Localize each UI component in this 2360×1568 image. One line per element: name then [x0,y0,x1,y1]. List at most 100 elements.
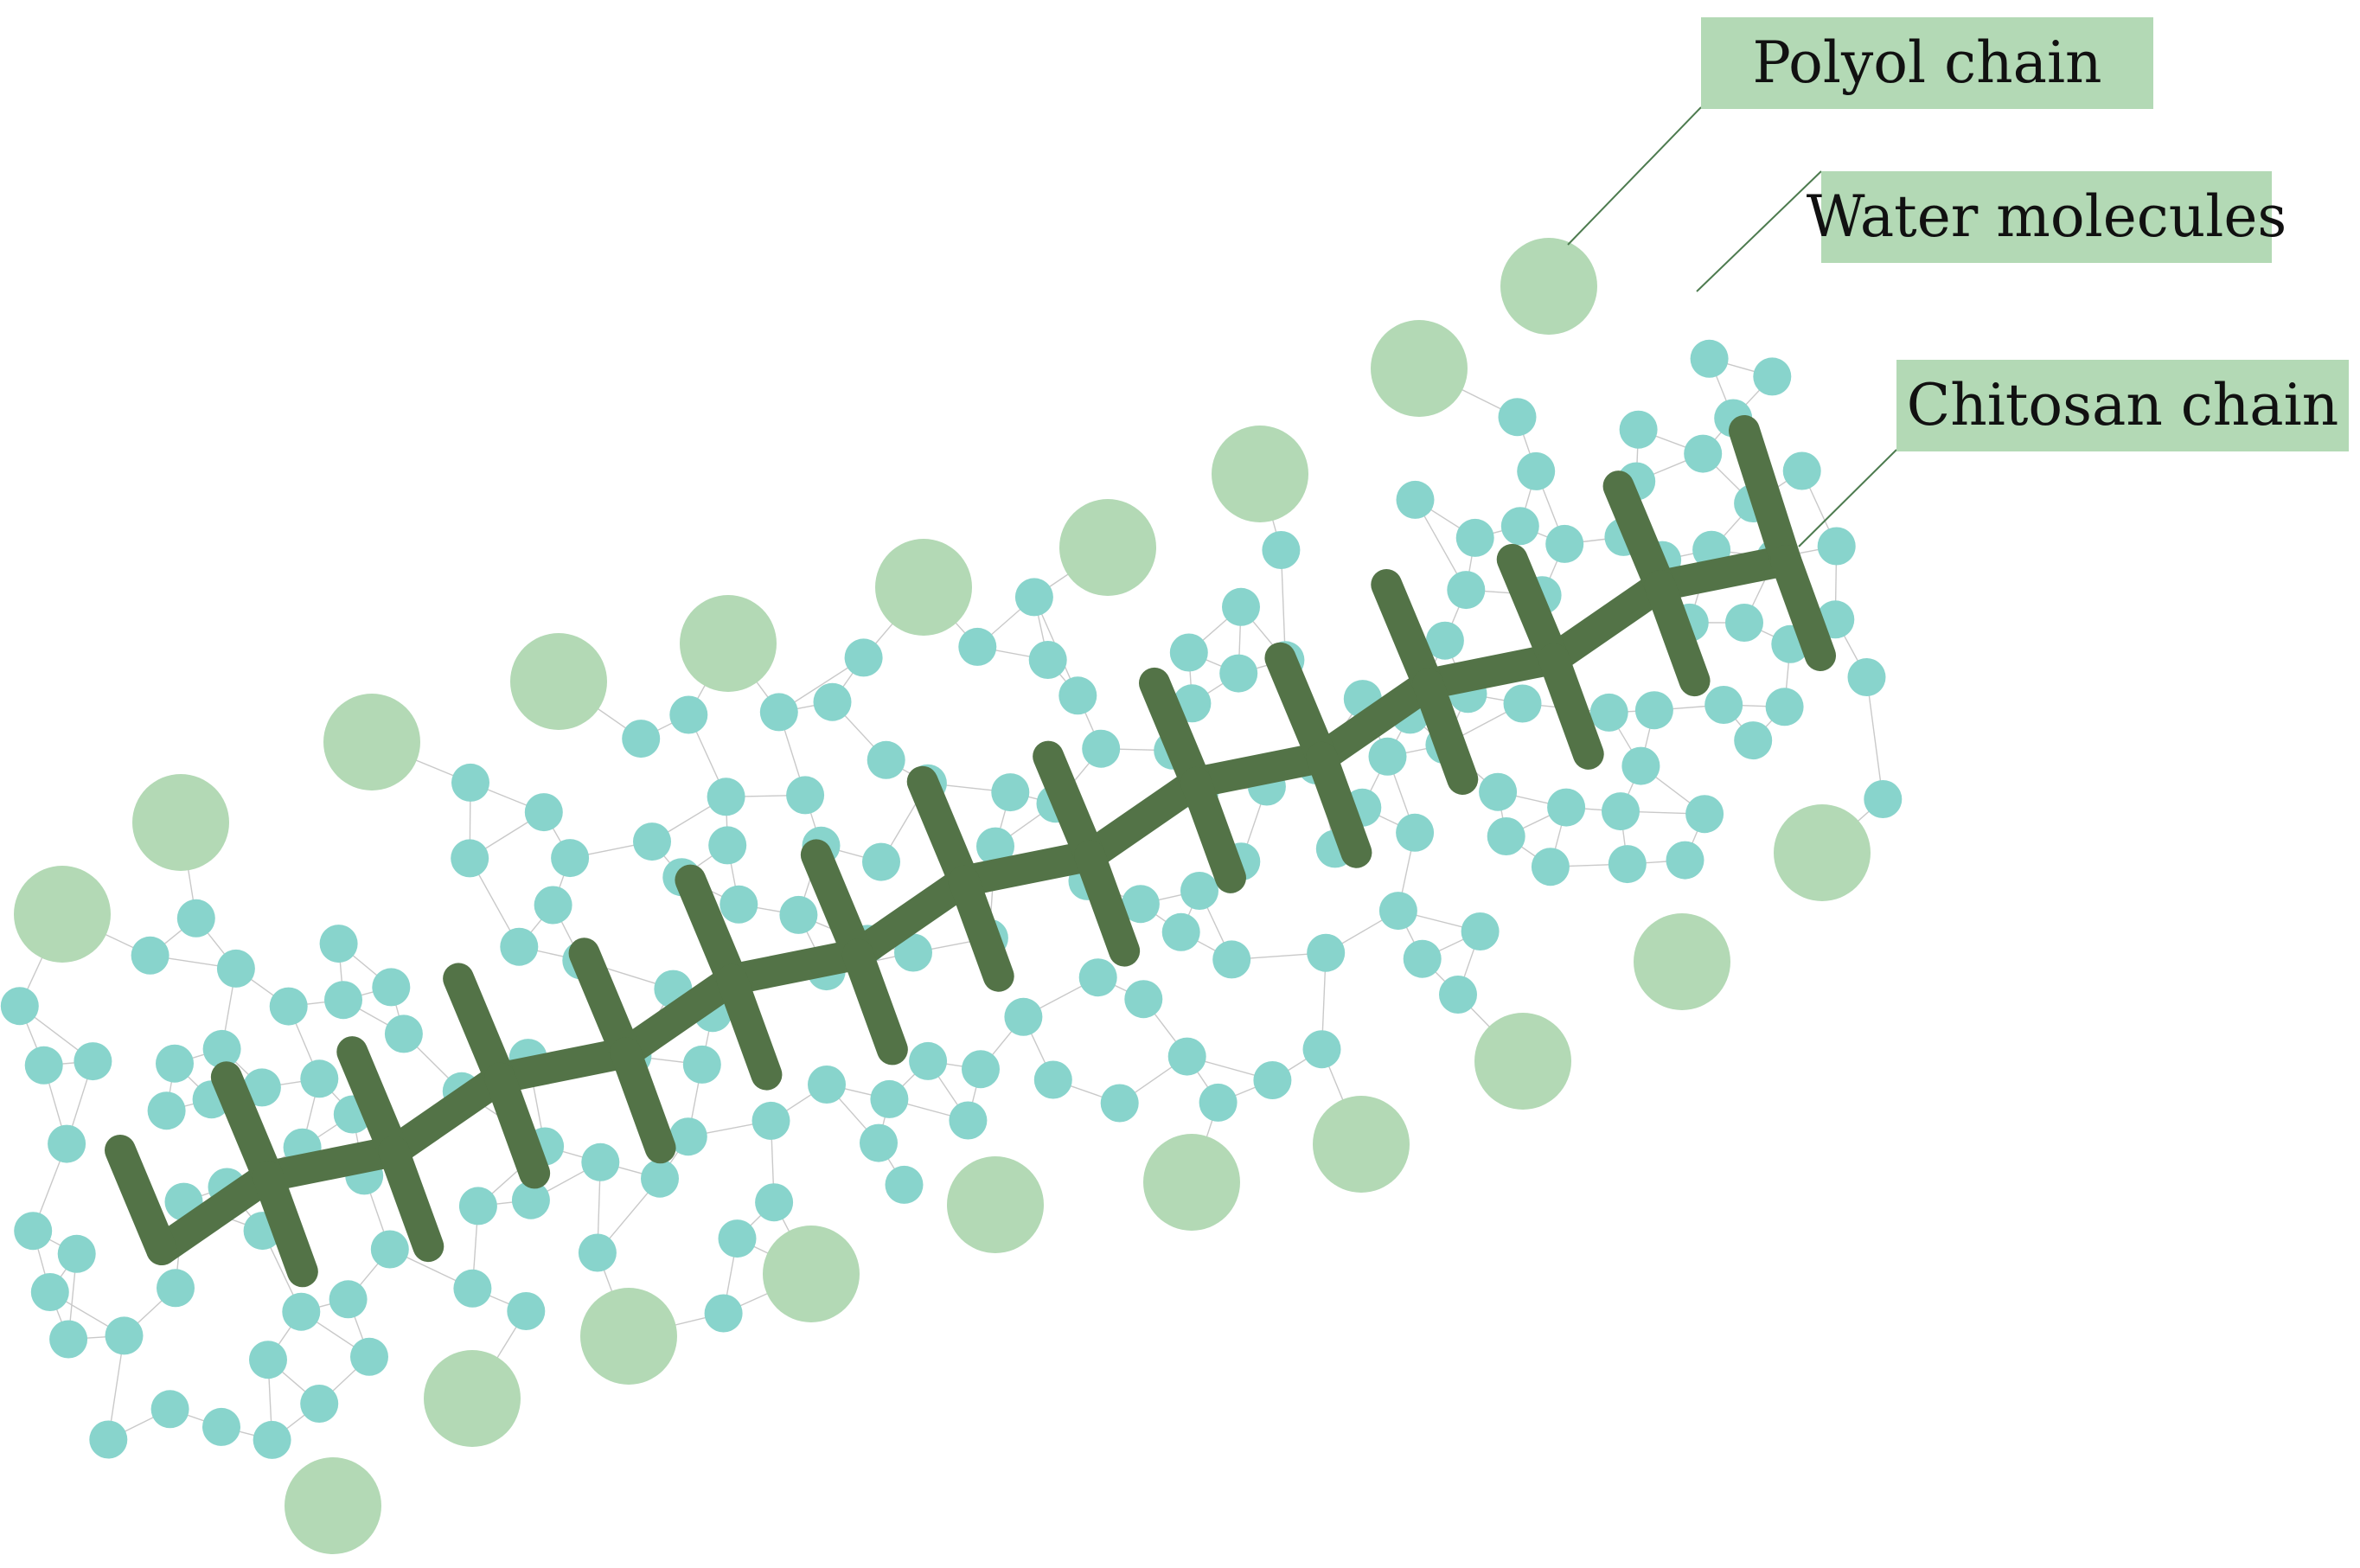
chitosan-chain-label: Chitosan chain [1896,360,2349,451]
chitosan-branch [1264,642,1338,773]
chitosan-backbone-segment [1306,668,1444,773]
water-molecule [350,1337,388,1376]
water-molecule [1690,339,1729,378]
water-molecules-label: Water molecules [1807,171,2286,263]
polyol-unit [1634,913,1730,1010]
water-molecule [581,1142,620,1181]
polyol-chain [14,238,1871,1554]
water-molecule [786,776,825,815]
water-molecule [1634,691,1673,730]
polyol-unit [947,1156,1044,1253]
water-molecule [949,1101,988,1140]
water-molecule [860,1123,898,1162]
water-molecule [1619,410,1658,449]
water-molecule [885,1165,924,1204]
polyol-unit [285,1457,381,1554]
water-molecule [1425,621,1464,660]
water-molecule [1725,604,1763,642]
water-molecule [718,1219,757,1258]
chitosan-backbone-segment [1644,545,1801,602]
water-molecule [991,773,1030,812]
water-molecule [976,827,1014,866]
polyol-unit [1474,1013,1571,1110]
water-molecule [1078,958,1117,997]
polyol-chain-label: Polyol chain [1701,17,2153,109]
polyol-unit [323,694,420,790]
chitosan-branch [1770,545,1836,671]
chitosan-backbone-segment [378,1062,516,1168]
water-molecule [324,981,362,1020]
water-molecule [682,1045,721,1084]
water-molecule [1447,571,1486,610]
polyol-unit [1500,238,1597,335]
water-molecule [1212,940,1251,979]
chitosan-branch [1138,667,1212,798]
water-molecule [1817,527,1856,566]
water-molecule [779,895,818,934]
water-molecule [1169,633,1208,672]
polyol-unit [680,595,777,692]
chitosan-branch [906,765,980,897]
water-molecule [329,1280,368,1319]
water-molecule [1199,1083,1238,1122]
chitosan-backbone-segment [252,1136,410,1193]
water-molecule [1403,939,1442,978]
water-molecule [147,1091,186,1130]
water-molecule [1219,654,1258,693]
water-molecule [641,1159,679,1198]
chitosan-backbone-segment [841,865,980,970]
water-molecule [1033,1060,1072,1099]
chitosan-branch [443,963,516,1094]
water-molecule [551,839,590,878]
polyol-unit [1143,1134,1240,1231]
polyol-unit [763,1226,860,1322]
water-molecule [1378,892,1417,931]
chitosan-branch [800,839,873,970]
polyol-leader-line [1567,106,1702,246]
chitosan-branch [1371,568,1444,700]
water-molecule [1847,658,1886,696]
chitosan-branch [252,1161,318,1288]
water-molecule [57,1234,96,1273]
water-molecule [534,886,572,925]
water-molecule [1262,531,1301,569]
chitosan-branch [568,938,642,1069]
water-molecule [813,682,852,721]
chitosan-branch [716,963,783,1091]
polyol-unit [510,633,607,730]
chitosan-backbone-segment [948,840,1106,897]
water-molecule [511,1181,550,1219]
water-molecule [755,1183,794,1222]
water-molecule [458,1187,497,1226]
polyol-unit [1313,1096,1410,1193]
chitosan-branch [1644,570,1711,697]
water-molecule [1498,398,1537,437]
chitosan-branch [105,1135,177,1265]
water-molecule [894,933,932,972]
water-molecule [1487,817,1525,855]
water-molecule [451,839,489,878]
chitosan-branch [1074,840,1141,967]
polyol-unit [132,774,229,871]
polyol-unit [1371,320,1468,417]
water-molecule [1545,524,1584,563]
water-molecule [1028,641,1067,679]
polyol-unit [1774,804,1871,901]
water-molecule [1479,772,1518,811]
water-molecule [578,1233,617,1272]
water-molecule [870,1079,909,1118]
water-molecule [708,826,747,865]
network-bond-line [1865,676,1884,800]
water-molecule [384,1014,423,1053]
chitosan-backbone-segment [146,1161,284,1265]
water-molecule [453,1269,492,1308]
water-molecule [202,1407,240,1446]
water-molecule [156,1044,194,1083]
water-molecule [1461,912,1500,950]
chitosan-branch [1538,643,1604,770]
water-molecule [49,1320,88,1359]
chitosan-branch [1180,766,1246,893]
water-molecule [269,987,308,1026]
water-molecule [1302,1030,1341,1069]
